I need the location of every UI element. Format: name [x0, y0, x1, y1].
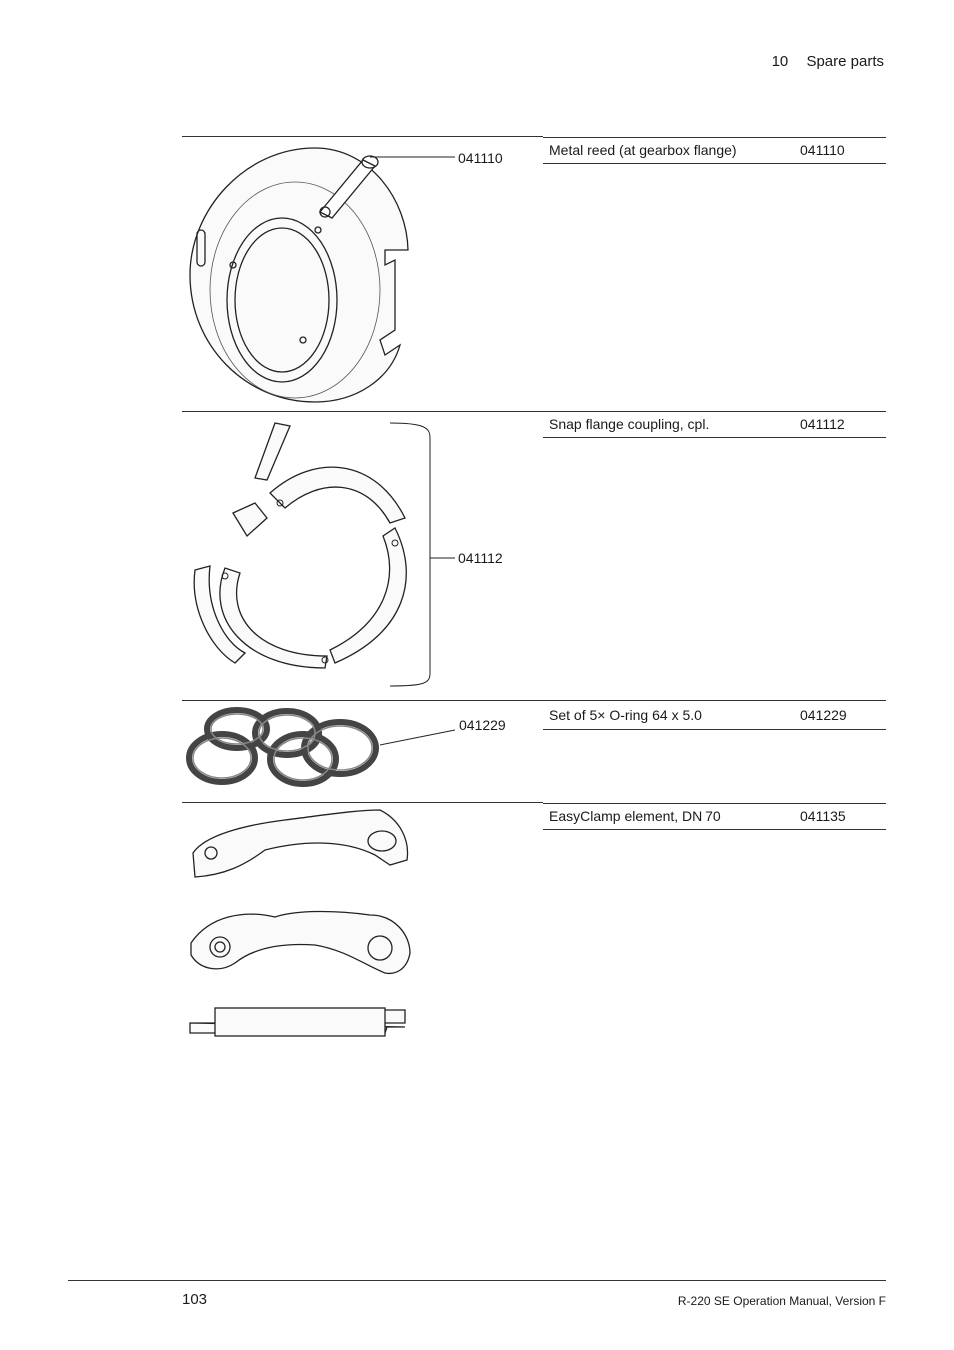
part-row-041110: Metal reed (at gearbox flange) 041110 [543, 137, 886, 164]
page-header: 10 Spare parts [772, 53, 884, 70]
o-ring-set-illustration [186, 707, 456, 787]
chapter-title: Spare parts [806, 53, 884, 70]
section-rule-1 [182, 136, 543, 137]
part-row-041135: EasyClamp element, DN 70 041135 [543, 803, 886, 830]
page-number: 103 [182, 1291, 208, 1308]
table-row: Snap flange coupling, cpl. 041112 [543, 411, 886, 438]
part-row-041229: Set of 5× O-ring 64 x 5.0 041229 [543, 700, 886, 730]
part-name: Metal reed (at gearbox flange) [549, 142, 737, 158]
part-number: 041112 [800, 416, 845, 432]
part-name: EasyClamp element, DN 70 [549, 808, 721, 824]
manual-title: R-220 SE Operation Manual, Version F [677, 1294, 886, 1308]
part-number: 041135 [800, 808, 846, 824]
part-name: Set of 5× O-ring 64 x 5.0 [549, 707, 702, 723]
table-row: Metal reed (at gearbox flange) 041110 [543, 137, 886, 164]
metal-reed-illustration [189, 147, 455, 403]
callout-041112: 041112 [458, 550, 503, 566]
section-rule-2 [182, 411, 543, 412]
table-row: Set of 5× O-ring 64 x 5.0 041229 [543, 700, 886, 730]
part-number: 041110 [800, 142, 845, 158]
callout-041229: 041229 [459, 717, 506, 733]
section-rule-4 [182, 802, 543, 803]
table-row: EasyClamp element, DN 70 041135 [543, 803, 886, 830]
part-number: 041229 [800, 707, 847, 723]
part-name: Snap flange coupling, cpl. [549, 416, 710, 432]
snap-flange-coupling-illustration [193, 422, 455, 687]
section-rule-3 [182, 700, 543, 701]
chapter-number: 10 [771, 53, 789, 70]
easyclamp-element-illustration [189, 809, 411, 1037]
footer-rule [68, 1280, 886, 1281]
callout-041110: 041110 [458, 150, 503, 166]
part-row-041112: Snap flange coupling, cpl. 041112 [543, 411, 886, 438]
